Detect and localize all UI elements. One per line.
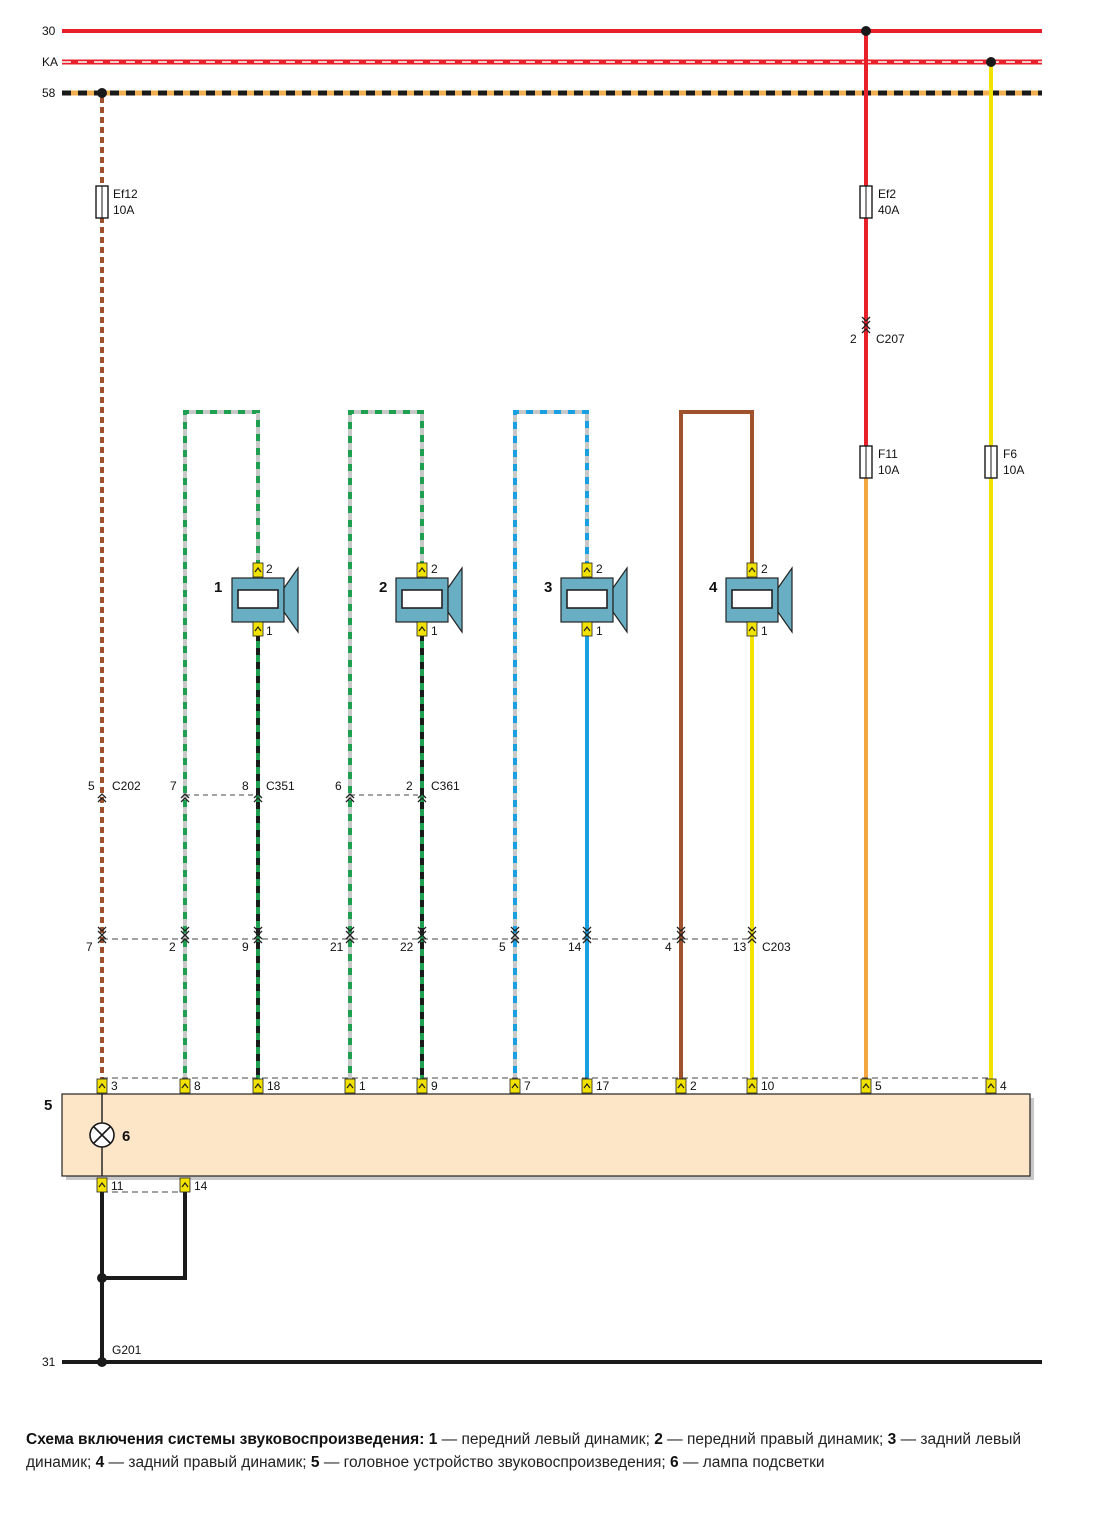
speaker-4 xyxy=(725,562,793,637)
fuse-f11-rating: 10A xyxy=(878,463,899,477)
wire-green-grey-2 xyxy=(348,410,424,1080)
c203-pin: 13 xyxy=(733,940,747,954)
caption-item-text: задний правый динамик; xyxy=(128,1454,307,1471)
head-unit-pin: 9 xyxy=(431,1079,438,1093)
c203-label: C203 xyxy=(762,940,791,954)
wire-brown-4 xyxy=(679,410,754,1080)
caption-item-number: 4 xyxy=(95,1454,105,1471)
caption-item-text: лампа подсветки xyxy=(702,1454,825,1471)
caption-item-number: 2 xyxy=(654,1431,663,1448)
fuse-ef12-name: Ef12 xyxy=(113,187,138,201)
head-unit-pin: 10 xyxy=(761,1079,775,1093)
head-unit-pin: 1 xyxy=(359,1079,366,1093)
ground-label: G201 xyxy=(112,1343,142,1357)
caption-item-number: 3 xyxy=(887,1431,897,1448)
figure-caption: Схема включения системы звуковоспроизвед… xyxy=(26,1431,1022,1471)
c351-label: C351 xyxy=(266,779,295,793)
speaker-2-pin-top: 2 xyxy=(431,562,438,576)
speaker-4-pin-bottom: 1 xyxy=(761,624,768,638)
junction-dot xyxy=(97,1357,107,1367)
c203-pin: 7 xyxy=(86,940,93,954)
junction-dot xyxy=(97,88,107,98)
fuse-ef2-name: Ef2 xyxy=(878,187,896,201)
c203-pin: 21 xyxy=(330,940,344,954)
c361-label: C361 xyxy=(431,779,460,793)
fuse-ef2-rating: 40A xyxy=(878,203,899,217)
wire-blue-grey-3 xyxy=(513,410,589,1080)
head-unit-pin: 18 xyxy=(267,1079,281,1093)
junction-dot xyxy=(861,26,871,36)
fuse-f6-name: F6 xyxy=(1003,447,1017,461)
c203-pins xyxy=(97,926,757,944)
fuse-f6-rating: 10A xyxy=(1003,463,1024,477)
bus-ka-label: KA xyxy=(42,55,58,69)
head-unit-pin: 7 xyxy=(524,1079,531,1093)
head-unit-number: 5 xyxy=(44,1097,52,1114)
c203-pin: 5 xyxy=(499,940,506,954)
head-unit-pin: 8 xyxy=(194,1079,201,1093)
bus-31-label: 31 xyxy=(42,1355,56,1369)
speaker-1-pin-top: 2 xyxy=(266,562,273,576)
wire-ground xyxy=(100,1190,187,1362)
head-unit-pin: 11 xyxy=(111,1179,124,1193)
c202-label: C202 xyxy=(112,779,141,793)
caption-item-number: 1 xyxy=(428,1431,438,1448)
fuse-f11-name: F11 xyxy=(878,447,898,461)
speaker-1 xyxy=(231,562,299,637)
c361-pin-b: 2 xyxy=(406,779,413,793)
fuse-f11 xyxy=(859,445,873,479)
speaker-3-pin-top: 2 xyxy=(596,562,603,576)
c351-pin-a: 7 xyxy=(170,779,177,793)
speaker-2-number: 2 xyxy=(379,579,387,596)
speaker-1-pin-bottom: 1 xyxy=(266,624,273,638)
head-unit-top-pins xyxy=(96,1078,997,1094)
c203-pin: 22 xyxy=(400,940,414,954)
c351-pin-b: 8 xyxy=(242,779,249,793)
c203-pin: 4 xyxy=(665,940,672,954)
lamp-icon xyxy=(89,1094,115,1176)
c207-label: C207 xyxy=(876,332,905,346)
speaker-3 xyxy=(560,562,628,637)
lamp-number: 6 xyxy=(122,1128,130,1145)
caption-item-number: 6 xyxy=(669,1454,679,1471)
head-unit xyxy=(61,1093,1031,1177)
head-unit-pin: 4 xyxy=(1000,1079,1007,1093)
fuse-ef12-rating: 10A xyxy=(113,203,134,217)
head-unit-pin: 3 xyxy=(111,1079,118,1093)
head-unit-pin: 5 xyxy=(875,1079,882,1093)
c203-pin: 14 xyxy=(568,940,582,954)
c207-pin: 2 xyxy=(850,332,857,346)
speaker-3-number: 3 xyxy=(544,579,552,596)
wiring-diagram: 30 KA 58 31 xyxy=(42,24,1042,1369)
head-unit-pin: 2 xyxy=(690,1079,697,1093)
head-unit-pin: 17 xyxy=(596,1079,610,1093)
fuse-ef12 xyxy=(95,185,109,219)
speaker-2-pin-bottom: 1 xyxy=(431,624,438,638)
caption-item-text: передний правый динамик; xyxy=(686,1431,884,1448)
caption-item-text: задний левый динамик; xyxy=(26,1431,1022,1471)
caption-item-number: 5 xyxy=(310,1454,320,1471)
fuse-f6 xyxy=(984,445,998,479)
wire-green-grey-1 xyxy=(183,410,260,1080)
fuse-ef2 xyxy=(859,185,873,219)
caption-item-text: передний левый динамик; xyxy=(461,1431,650,1448)
junction-dot xyxy=(97,1273,107,1283)
c202-pin: 5 xyxy=(88,779,95,793)
head-unit-pin: 14 xyxy=(194,1179,208,1193)
c203-pin: 2 xyxy=(169,940,176,954)
speaker-1-number: 1 xyxy=(214,579,222,596)
junction-dot xyxy=(986,57,996,67)
speaker-4-pin-top: 2 xyxy=(761,562,768,576)
bus-58-label: 58 xyxy=(42,86,56,100)
c203-pin: 9 xyxy=(242,940,249,954)
caption-item-text: головное устройство звуковоспроизведения… xyxy=(343,1454,666,1471)
bus-30-label: 30 xyxy=(42,24,56,38)
speaker-3-pin-bottom: 1 xyxy=(596,624,603,638)
caption-title: Схема включения системы звуковоспроизвед… xyxy=(26,1431,425,1448)
c361-pin-a: 6 xyxy=(335,779,342,793)
speaker-2 xyxy=(395,562,463,637)
speaker-4-number: 4 xyxy=(709,579,718,596)
